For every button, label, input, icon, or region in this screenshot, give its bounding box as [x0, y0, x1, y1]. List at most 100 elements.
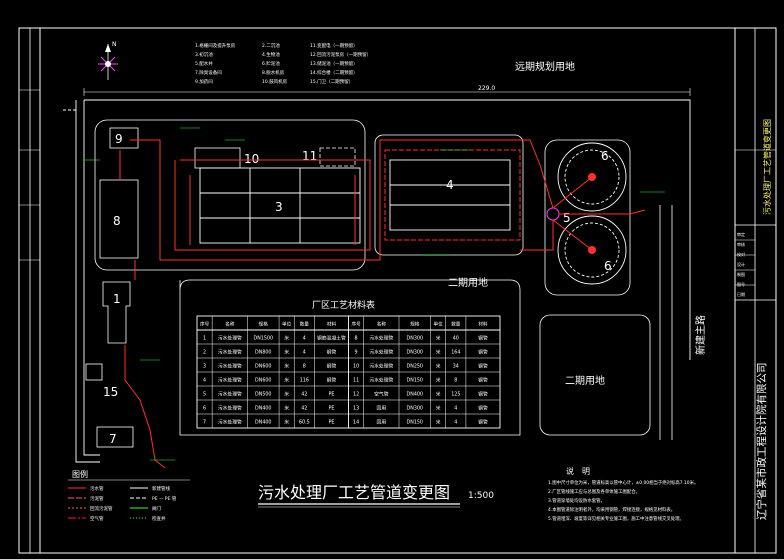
unit-1-outline	[102, 281, 131, 344]
table-cell: 9	[355, 350, 358, 356]
table-cell: DN150	[407, 420, 423, 426]
label-phase2-east: 二期用地	[448, 276, 488, 289]
table-cell: 污水处理管	[218, 419, 242, 426]
unit-label-10: 10	[244, 152, 259, 166]
table-cell: 6	[203, 406, 206, 412]
legend-item-label: 阀门	[152, 505, 161, 512]
unit-legend-5: 5.配水井	[195, 60, 213, 67]
unit-legend-14: 14.综合楼（二期预留）	[310, 69, 358, 76]
table-cell: 钢管	[478, 349, 488, 356]
label-phase2-south: 二期用地	[565, 374, 605, 387]
unit-label-3: 3	[275, 200, 283, 214]
table-cell: 钢管	[478, 363, 488, 370]
unit-legend-12: 12.回流污泥泵房（一期预留）	[310, 51, 371, 58]
north-arrow: N	[98, 41, 118, 80]
dimension-line: 229.0	[83, 85, 691, 96]
table-cell: 米	[436, 335, 441, 342]
unit-11-outline	[319, 147, 356, 167]
legend-item-label: 污泥管	[90, 495, 104, 502]
table-cell: 空气管	[374, 391, 389, 398]
table-cell: 污水处理管	[369, 335, 393, 342]
unit-label-7: 7	[109, 432, 117, 446]
table-header-cell: 序号	[200, 321, 210, 328]
table-cell: 米	[284, 377, 289, 384]
label-future-land: 远期规划用地	[515, 60, 575, 73]
table-cell: 8	[355, 336, 358, 342]
legend-item-label: 新建管线	[152, 485, 170, 492]
table-cell: 1	[203, 336, 206, 342]
table-cell: 14	[353, 420, 359, 426]
table-header-cell: 数量	[451, 321, 461, 328]
drawing-title: 污水处理厂工艺管道变更图	[258, 483, 450, 502]
table-cell: 米	[284, 349, 289, 356]
table-cell: PE	[328, 392, 334, 398]
unit-legend-7: 7.除臭设备间	[195, 69, 222, 76]
table-cell: 污水处理管	[218, 335, 242, 342]
notes: 说 明 1.图中尺寸单位为米，管道标高以管中心计，±0.00相当于绝对标高7.1…	[548, 466, 698, 522]
unit-labels: 1 3 4 5 6 6 7 8 9 10 11 15	[103, 132, 612, 446]
title-block-row-label: 日期	[737, 291, 745, 297]
site-boundary	[62, 99, 691, 463]
table-cell: 米	[436, 405, 441, 412]
unit-7-outline	[96, 426, 134, 448]
table-cell: 8	[454, 378, 457, 384]
note-line: 5.管道埋深、坡度等详见相关专业施工图，施工中注意管线交叉处理。	[548, 515, 684, 522]
table-header-cell: 序号	[351, 321, 361, 328]
unit-8-outline	[99, 179, 139, 259]
table-cell: PE	[328, 406, 334, 412]
title-block-row-label: 设计	[737, 261, 745, 267]
table-cell: PE	[328, 420, 334, 426]
table-cell: 3	[203, 364, 206, 370]
table-cell: 钢管	[327, 349, 337, 356]
table-cell: 2	[203, 350, 206, 356]
table-cell: 钢管	[478, 419, 488, 426]
unit-6-circles	[557, 142, 627, 285]
table-cell: 4	[454, 420, 457, 426]
unit-legend-2: 2.二沉池	[262, 42, 280, 49]
title-block-row-label: 审定	[737, 231, 745, 237]
table-cell: 米	[284, 419, 289, 426]
title-block-company: 辽宁省某市政工程设计院有限公司	[755, 363, 768, 521]
table-cell: 34	[453, 364, 459, 370]
table-cell: 米	[284, 405, 289, 412]
legend-item-label: 污水管	[90, 485, 104, 492]
unit-legend-15: 15.门卫（二期预留）	[310, 78, 353, 85]
table-cell: 米	[284, 335, 289, 342]
table-cell: DN400	[255, 420, 271, 426]
table-cell: 60.5	[299, 420, 310, 426]
unit-legend-13: 13.储泥池（一期预留）	[310, 60, 358, 67]
unit-10-outline	[194, 147, 241, 169]
table-header-cell: 规格	[410, 321, 420, 328]
table-header-cell: 名称	[377, 321, 387, 328]
table-cell: 4	[203, 378, 206, 384]
table-cell: DN250	[407, 364, 423, 370]
table-cell: DN800	[255, 350, 271, 356]
table-cell: 钢管	[478, 405, 488, 412]
table-cell: 米	[284, 363, 289, 370]
title-block-rows	[735, 239, 755, 286]
unit-15-outline	[85, 363, 103, 381]
table-cell: 污水处理管	[218, 363, 242, 370]
unit-legend-9: 9.加药间	[195, 78, 213, 85]
table-header-cell: 数量	[300, 321, 310, 328]
table-header-cell: 材料	[478, 321, 488, 328]
note-line: 4.本图管道除注明者外，均采用钢管，焊接连接，规格见材料表。	[548, 506, 675, 513]
legend-title: 图例	[72, 469, 88, 479]
table-cell: 污水处理管	[218, 391, 242, 398]
table-cell: 125	[451, 392, 460, 398]
unit-label-15: 15	[103, 385, 118, 399]
unit-legend-11: 11.变配电（一期预留）	[310, 42, 358, 49]
table-cell: 污水处理管	[369, 363, 393, 370]
table-cell: DN600	[255, 364, 271, 370]
table-header-cell: 规格	[259, 321, 269, 328]
table-header-cell: 名称	[225, 321, 235, 328]
table-cell: 污水处理管	[369, 349, 393, 356]
unit-label-5: 5	[563, 211, 571, 225]
table-cell: 回用	[377, 406, 387, 412]
table-header-cell: 材料	[327, 321, 337, 328]
title-block-row-label: 图号	[737, 281, 745, 287]
table-cell: 4	[303, 336, 306, 342]
pipelines	[119, 139, 646, 469]
